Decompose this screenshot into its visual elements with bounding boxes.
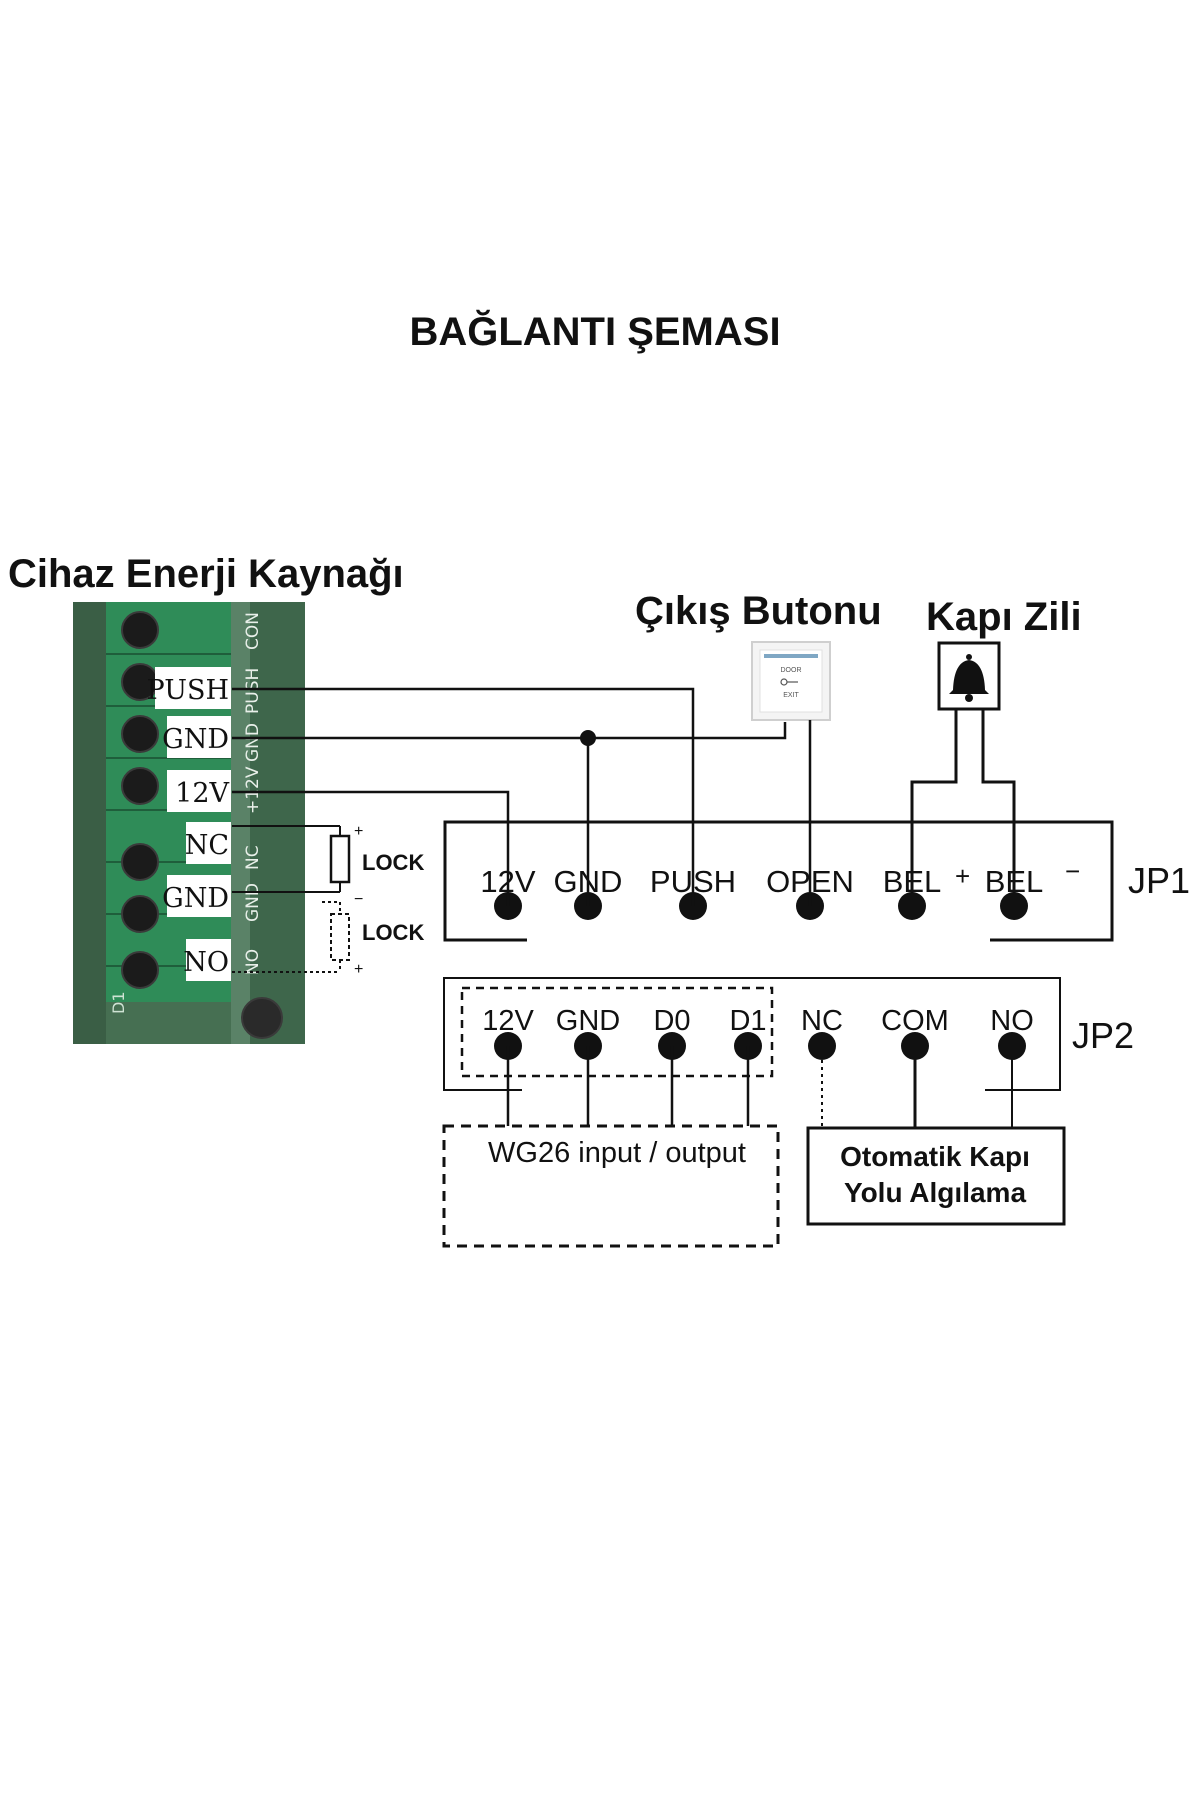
jp2-pin-label: NO: [990, 1005, 1034, 1037]
auto-door-line1: Otomatik Kapı: [840, 1141, 1030, 1172]
lock-label: LOCK: [362, 850, 424, 875]
board-right: [250, 602, 305, 1044]
lock-label: LOCK: [362, 920, 424, 945]
terminal-label: GND: [162, 883, 229, 914]
wire-push: [232, 687, 695, 906]
terminal-label: 12V: [175, 778, 229, 809]
wiegand-box: [442, 1124, 780, 1248]
wire-12v: [232, 790, 510, 906]
jp2-pin-label: GND: [556, 1005, 620, 1037]
terminal-label-bg: [167, 716, 231, 758]
wire-bel-minus: [981, 709, 1016, 906]
jp2-pin-label: D0: [653, 1005, 690, 1037]
jp1-name: JP1: [1128, 860, 1190, 901]
silk-label: +12V: [243, 766, 263, 814]
lock-dashed: LOCK +: [330, 902, 424, 978]
wiegand-group-outline: [460, 986, 774, 1078]
silk-label: CON: [243, 612, 263, 650]
terminal-label: GND: [162, 724, 229, 755]
screw-icon: [121, 767, 159, 805]
silk-label: GND: [243, 883, 263, 922]
lock-solid: + LOCK −: [329, 823, 424, 908]
jp2-pin-label: D1: [729, 1005, 766, 1037]
wires: [232, 687, 1016, 1128]
jp1-plus: +: [955, 861, 970, 891]
terminal-label-bg: [186, 939, 231, 981]
jp2-block: JP2 12V GND D0 D1 NC COM NO: [443, 977, 1134, 1091]
terminal-label-bg: [167, 770, 231, 812]
silk-label: PUSH: [243, 668, 263, 714]
jp2-pin-label: NC: [801, 1005, 843, 1037]
screw-icon: [121, 843, 159, 881]
silk-label: NC: [243, 845, 263, 870]
lock-plus: +: [354, 823, 363, 840]
screw-icon: [121, 611, 159, 649]
screw-icon: [121, 951, 159, 989]
terminal-label-bg: [155, 667, 231, 709]
wiegand-box-label: WG26 input / output: [488, 1137, 746, 1169]
gnd-junction: [580, 730, 596, 746]
silk-labels: CON PUSH GND +12V NC GND NO: [243, 612, 263, 975]
jp1-minus: −: [1065, 856, 1080, 886]
terminal-label-bg: [186, 822, 231, 864]
lock-minus: −: [354, 891, 363, 908]
exit-button-face-top: DOOR: [781, 667, 802, 674]
jp2-name: JP2: [1072, 1015, 1134, 1056]
screw-icon: [121, 715, 159, 753]
lock-coil-icon: [329, 834, 351, 884]
wire-gnd: [232, 722, 787, 740]
exit-button-face-bottom: EXIT: [783, 692, 799, 699]
wire-bel-plus: [910, 709, 958, 906]
lock-plus: +: [354, 961, 363, 978]
screw-icon: [121, 895, 159, 933]
silk-label: GND: [243, 723, 263, 762]
auto-door-line2: Yolu Algılama: [844, 1177, 1026, 1208]
silk-label: NO: [243, 949, 263, 975]
exit-button-label: Çıkış Butonu: [635, 589, 882, 633]
terminal-label-bg: [167, 875, 231, 917]
terminal-labels: PUSH GND 12V NC GND NO: [147, 667, 231, 981]
jp2-pin-label: 12V: [482, 1005, 534, 1037]
power-source-label: Cihaz Enerji Kaynağı: [8, 552, 404, 596]
terminal-label: NC: [185, 830, 229, 861]
board-edge: [73, 602, 106, 1044]
bell-icon: [937, 641, 1001, 711]
board-mark: D1: [109, 992, 128, 1015]
lock-coil-icon: [330, 913, 350, 961]
terminal-label: NO: [183, 947, 229, 978]
mounting-screw-icon: [241, 997, 283, 1039]
diagram-title: BAĞLANTI ŞEMASI: [409, 308, 780, 354]
doorbell-label: Kapı Zili: [926, 595, 1082, 639]
jp2-pin-label: COM: [881, 1005, 949, 1037]
exit-button-icon: DOOR EXIT: [751, 641, 831, 721]
terminal-label: PUSH: [147, 675, 230, 706]
auto-door-box: [806, 1126, 1066, 1226]
